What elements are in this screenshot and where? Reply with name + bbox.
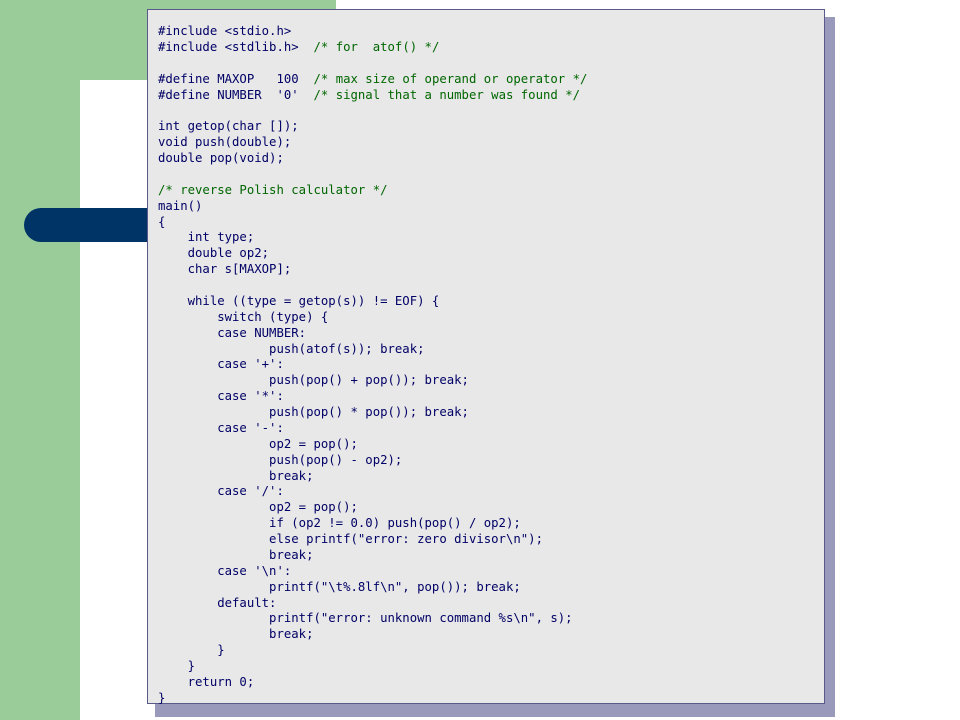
code-line: case '*': xyxy=(158,389,824,405)
code-line: break; xyxy=(158,469,824,485)
code-text: push(pop() * pop()); break; xyxy=(158,405,469,419)
code-line: default: xyxy=(158,596,824,612)
code-line: #define NUMBER '0' /* signal that a numb… xyxy=(158,88,824,104)
code-line: break; xyxy=(158,627,824,643)
code-text: #include <stdlib.h> xyxy=(158,39,314,54)
code-text: main() xyxy=(158,198,203,213)
code-line: push(pop() + pop()); break; xyxy=(158,373,824,389)
code-text: default: xyxy=(158,595,277,610)
code-comment: /* for atof() */ xyxy=(313,39,440,54)
code-text: op2 = pop(); xyxy=(158,436,358,451)
code-text: double pop(void); xyxy=(158,151,284,165)
code-text: else printf("error: zero divisor\n"); xyxy=(158,532,543,546)
left-accent-bar xyxy=(0,0,80,720)
code-line: op2 = pop(); xyxy=(158,500,824,516)
code-text: int getop(char []); xyxy=(158,119,299,134)
code-text: push(atof(s)); break; xyxy=(158,341,425,356)
code-text: double op2; xyxy=(158,246,270,261)
code-line: } xyxy=(158,691,824,707)
code-line: /* reverse Polish calculator */ xyxy=(158,183,824,199)
code-line: { xyxy=(158,215,824,231)
code-text: case '+': xyxy=(158,357,284,372)
code-line: op2 = pop(); xyxy=(158,437,824,453)
code-comment: /* reverse Polish calculator */ xyxy=(158,182,388,197)
code-line: if (op2 != 0.0) push(pop() / op2); xyxy=(158,516,824,532)
code-line: case '/': xyxy=(158,484,824,500)
code-listing-box: #include <stdio.h>#include <stdlib.h> /*… xyxy=(147,9,825,707)
code-line: while ((type = getop(s)) != EOF) { xyxy=(158,294,824,310)
code-line: return 0; xyxy=(158,675,824,691)
code-text: switch (type) { xyxy=(158,309,329,324)
code-text: } xyxy=(158,643,225,658)
code-line: push(atof(s)); break; xyxy=(158,342,824,358)
code-line: double pop(void); xyxy=(158,151,824,167)
code-text: case '/': xyxy=(158,484,284,499)
code-text: push(pop() - op2); xyxy=(158,452,403,467)
code-comment: /* signal that a number was found */ xyxy=(313,87,581,102)
code-line: case '-': xyxy=(158,421,824,437)
code-text: printf("error: unknown command %s\n", s)… xyxy=(158,611,573,626)
code-text: #define MAXOP 100 xyxy=(158,71,314,86)
code-line xyxy=(158,167,824,183)
code-text: printf("\t%.8lf\n", pop()); break; xyxy=(158,579,521,594)
code-text: return 0; xyxy=(158,674,255,689)
code-text: #include <stdio.h> xyxy=(158,24,292,38)
code-line: } xyxy=(158,659,824,675)
code-text: case NUMBER: xyxy=(158,325,307,340)
code-line: int getop(char []); xyxy=(158,119,824,135)
code-text: push(pop() + pop()); break; xyxy=(158,373,469,388)
code-line: printf("error: unknown command %s\n", s)… xyxy=(158,611,824,627)
code-line: #include <stdlib.h> /* for atof() */ xyxy=(158,40,824,56)
code-line: break; xyxy=(158,548,824,564)
code-line: int type; xyxy=(158,230,824,246)
code-line: case NUMBER: xyxy=(158,326,824,342)
code-text: char s[MAXOP]; xyxy=(158,262,292,277)
code-text: } xyxy=(158,659,196,673)
code-text: void push(double); xyxy=(158,135,292,150)
code-line: main() xyxy=(158,199,824,215)
code-line: push(pop() * pop()); break; xyxy=(158,405,824,421)
code-line: } xyxy=(158,643,824,659)
code-line: switch (type) { xyxy=(158,310,824,326)
code-line: printf("\t%.8lf\n", pop()); break; xyxy=(158,580,824,596)
code-line: char s[MAXOP]; xyxy=(158,262,824,278)
code-line: case '+': xyxy=(158,357,824,373)
code-listing: #include <stdio.h>#include <stdlib.h> /*… xyxy=(148,10,824,707)
code-line: case '\n': xyxy=(158,564,824,580)
code-text: case '-': xyxy=(158,420,284,435)
code-line: #include <stdio.h> xyxy=(158,24,824,40)
code-text: break; xyxy=(158,627,314,642)
code-comment: /* max size of operand or operator */ xyxy=(313,71,588,86)
code-text: while ((type = getop(s)) != EOF) { xyxy=(158,293,440,308)
code-line xyxy=(158,278,824,294)
code-text: int type; xyxy=(158,230,255,245)
code-text: { xyxy=(158,214,166,229)
code-text: break; xyxy=(158,547,314,562)
code-line: double op2; xyxy=(158,246,824,262)
code-line xyxy=(158,56,824,72)
code-text: #define NUMBER '0' xyxy=(158,87,314,102)
code-line: #define MAXOP 100 /* max size of operand… xyxy=(158,72,824,88)
code-text: break; xyxy=(158,468,314,483)
code-text: } xyxy=(158,690,166,705)
code-text: case '*': xyxy=(158,389,284,404)
code-line: push(pop() - op2); xyxy=(158,453,824,469)
code-line xyxy=(158,103,824,119)
code-text: case '\n': xyxy=(158,563,292,578)
code-text: if (op2 != 0.0) push(pop() / op2); xyxy=(158,516,521,531)
code-text: op2 = pop(); xyxy=(158,500,358,515)
code-line: void push(double); xyxy=(158,135,824,151)
code-line: else printf("error: zero divisor\n"); xyxy=(158,532,824,548)
